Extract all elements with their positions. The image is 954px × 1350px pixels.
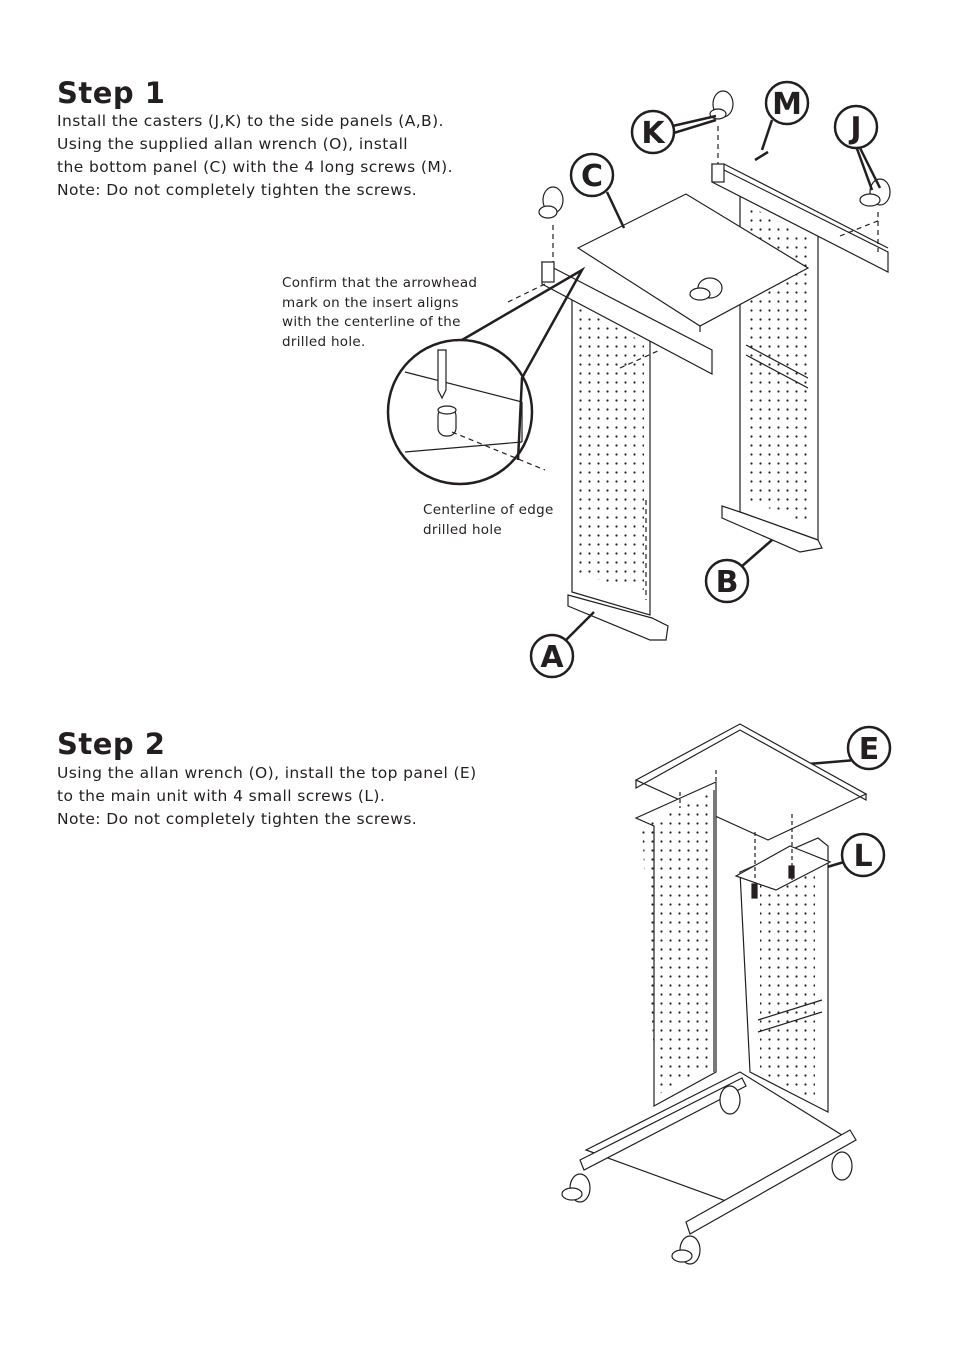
instruction-line: to the main unit with 4 small screws (L)… — [57, 787, 386, 805]
svg-text:C: C — [581, 159, 603, 194]
caster-j-icon — [859, 178, 891, 252]
svg-text:A: A — [540, 640, 564, 675]
step-2-title: Step 2 — [57, 727, 166, 761]
note-line: Note: Do not completely tighten the scre… — [57, 181, 418, 199]
arrowhead-alignment-note: Confirm that the arrowhead mark on the i… — [282, 274, 477, 352]
svg-text:J: J — [848, 111, 861, 146]
svg-text:K: K — [641, 116, 666, 151]
bottom-panel-c — [576, 193, 810, 327]
step-1-title: Step 1 — [57, 76, 166, 110]
side-panel-b-foot — [721, 505, 823, 553]
svg-text:B: B — [716, 565, 739, 600]
callout-j: J — [833, 104, 879, 150]
callout-b: B — [704, 558, 750, 604]
step-1-instructions: Install the casters (J,K) to the side pa… — [57, 110, 453, 202]
centerline-note: Centerline of edge drilled hole — [423, 501, 554, 540]
instruction-line: Install the casters (J,K) to the side pa… — [57, 112, 444, 130]
caster-icon — [538, 186, 564, 262]
note-line: Confirm that the arrowhead — [282, 275, 478, 291]
note-line: with the centerline of the — [282, 314, 461, 330]
screw-m-icon — [754, 150, 769, 162]
step-2-instructions: Using the allan wrench (O), install the … — [57, 762, 477, 831]
note-line: mark on the insert aligns — [282, 294, 459, 311]
instruction-line: the bottom panel (C) with the 4 long scr… — [57, 158, 453, 176]
note-line: Centerline of edge — [423, 502, 554, 518]
callout-c: C — [569, 152, 615, 198]
instruction-line: Using the supplied allan wrench (O), ins… — [57, 135, 409, 153]
caster-icon — [689, 277, 723, 301]
instruction-line: Using the allan wrench (O), install the … — [57, 764, 477, 782]
callout-a: A — [529, 633, 575, 679]
note-line: Note: Do not completely tighten the scre… — [57, 810, 418, 828]
side-panel-a-foot — [567, 594, 669, 641]
callout-k: K — [630, 109, 676, 155]
callout-m: M — [764, 80, 810, 126]
note-line: drilled hole. — [282, 333, 366, 350]
insert-detail — [404, 349, 546, 471]
note-line: drilled hole — [423, 521, 503, 538]
svg-text:M: M — [772, 87, 802, 122]
caster-k-icon — [709, 90, 734, 164]
detail-magnifier — [386, 338, 534, 486]
